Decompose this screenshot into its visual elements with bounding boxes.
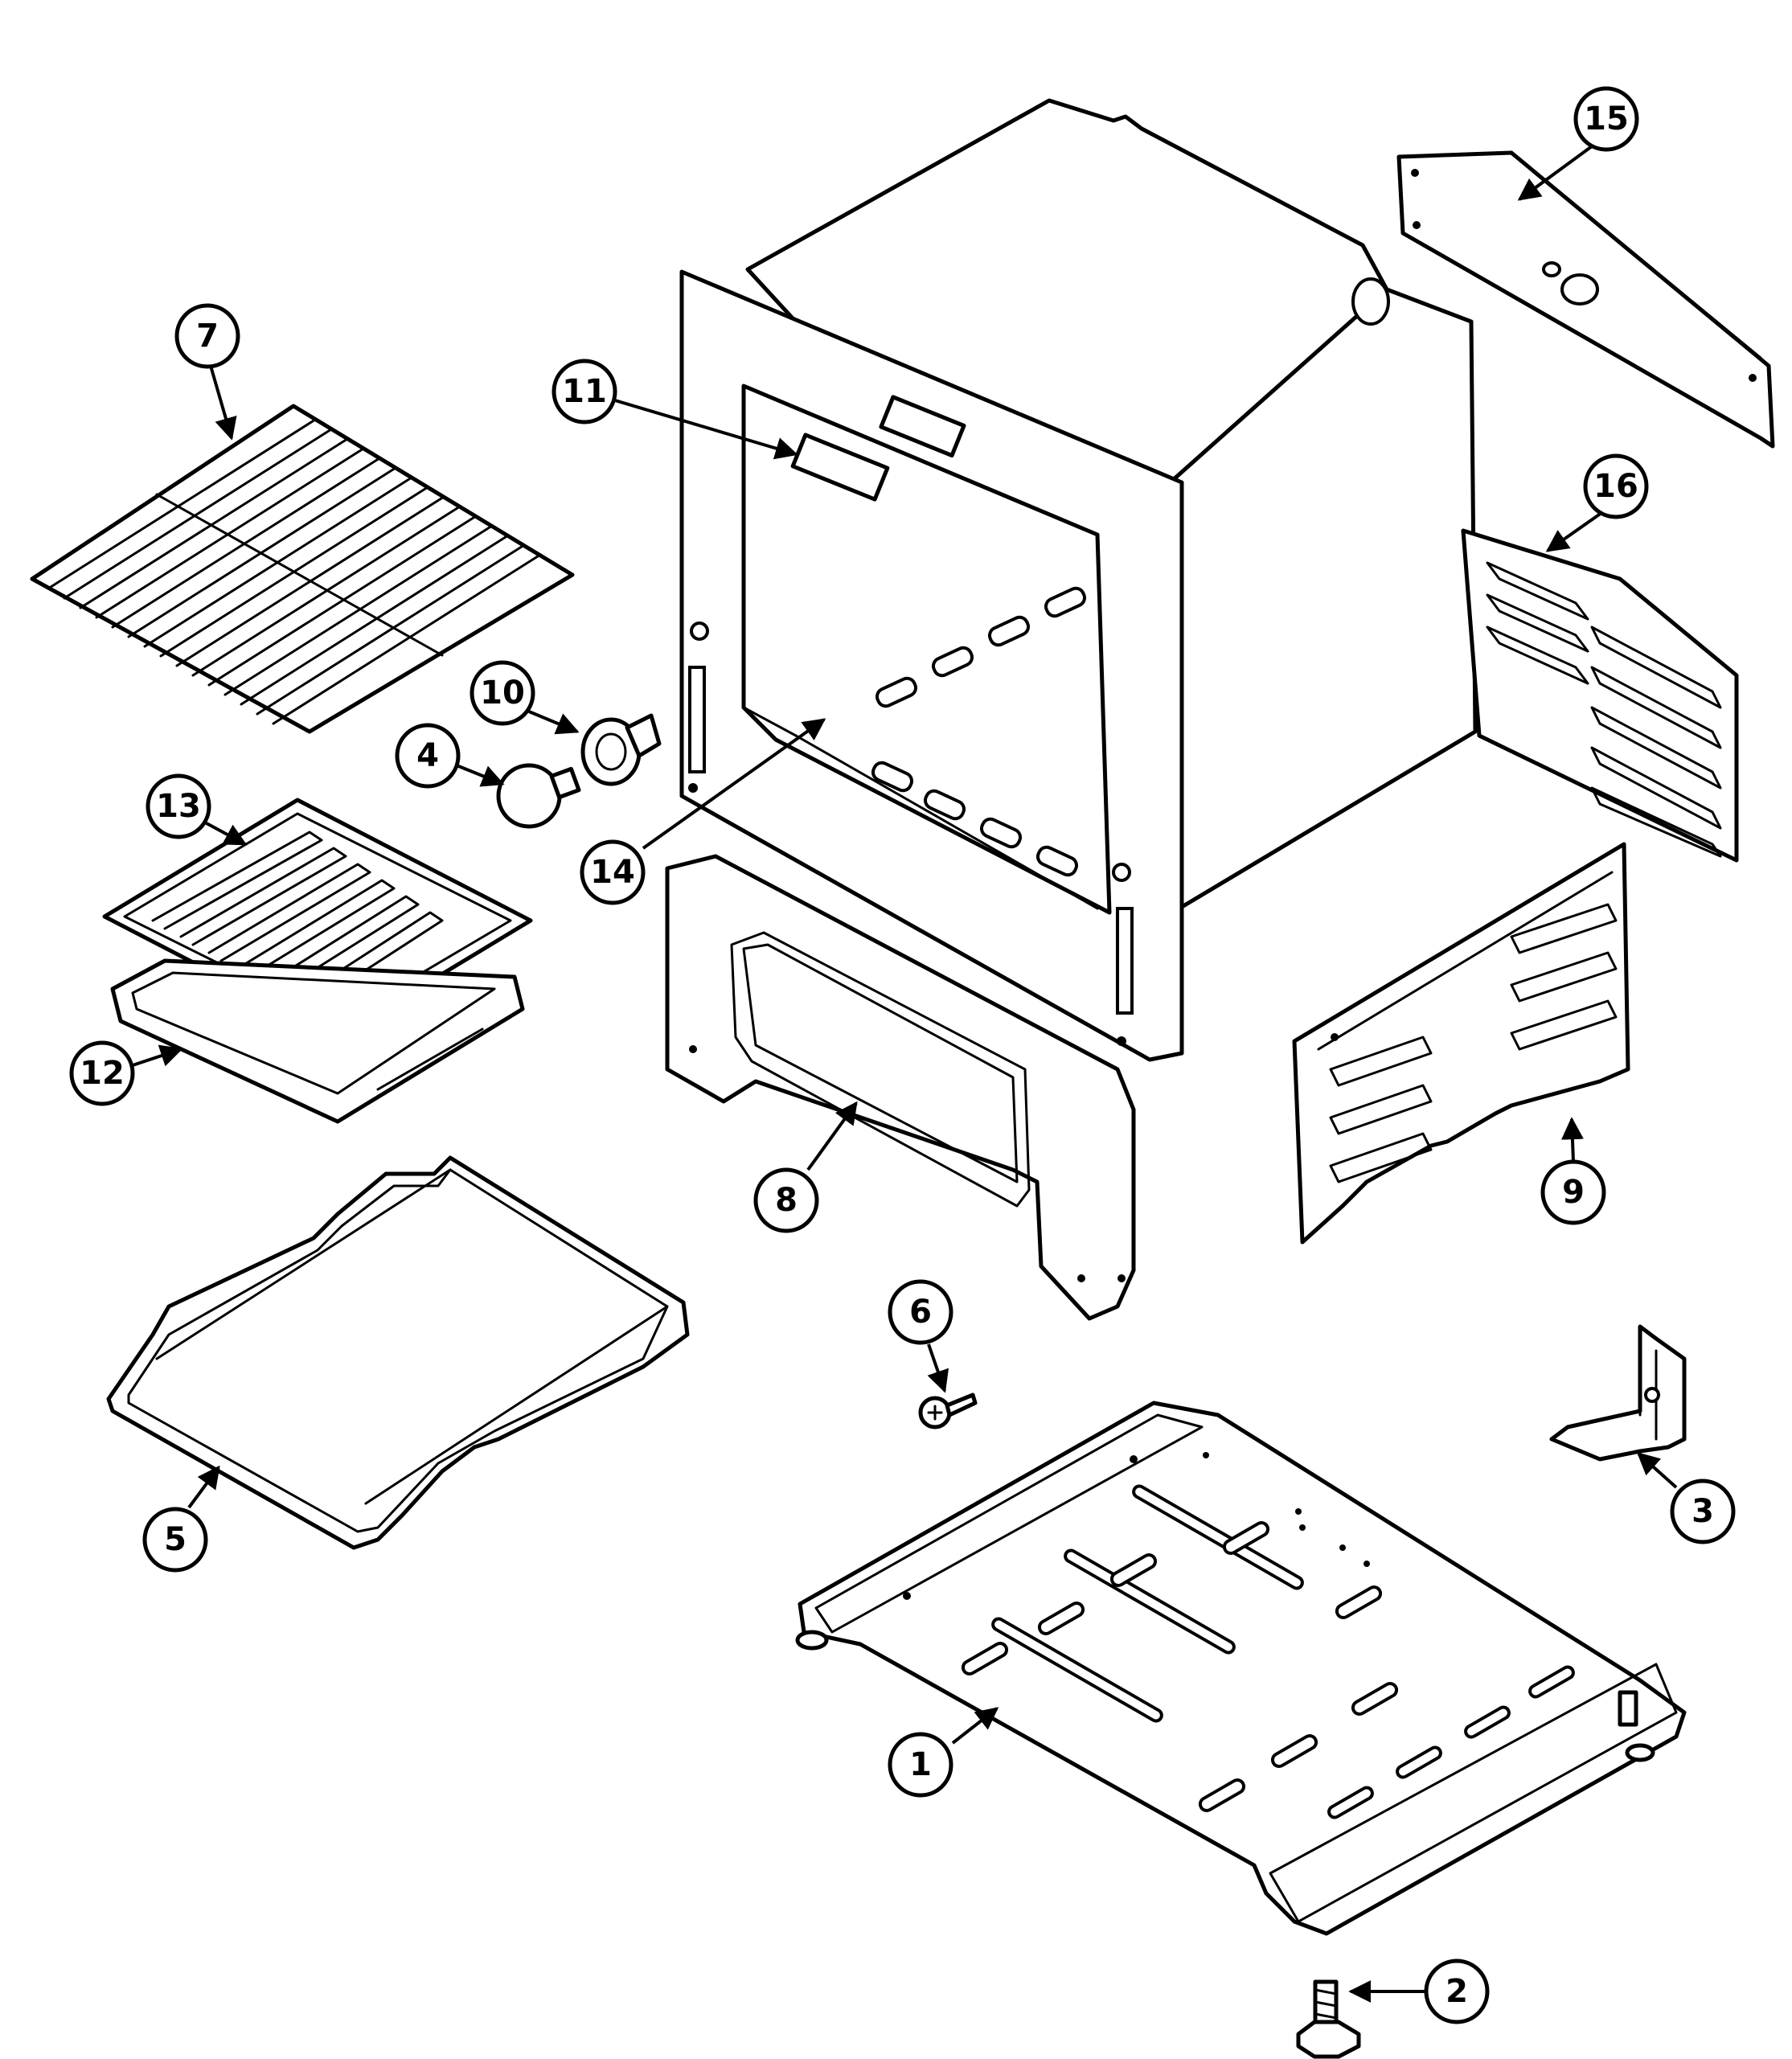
broiler-pan <box>110 958 525 1124</box>
callout-5-label: 5 <box>164 1521 187 1558</box>
leader-14 <box>642 718 826 850</box>
callout-8: 8 <box>753 1167 819 1233</box>
leader-4 <box>456 764 505 787</box>
callout-4: 4 <box>395 723 461 789</box>
leader-15 <box>1517 145 1593 201</box>
leader-3 <box>1636 1452 1678 1489</box>
leader-lines <box>132 145 1678 2003</box>
callout-7-label: 7 <box>196 318 219 355</box>
leader-1 <box>951 1707 999 1745</box>
callout-1-label: 1 <box>909 1746 932 1783</box>
callout-3: 3 <box>1670 1479 1736 1544</box>
callout-12: 12 <box>69 1040 135 1106</box>
leader-13 <box>204 821 248 846</box>
rear-panel <box>1396 150 1775 449</box>
callout-12-label: 12 <box>80 1055 125 1092</box>
callout-6-label: 6 <box>909 1294 932 1331</box>
leveling-leg <box>1296 1979 1361 2059</box>
leader-8 <box>806 1101 858 1171</box>
callout-3-label: 3 <box>1692 1493 1714 1530</box>
side-panel-left <box>1461 528 1739 863</box>
base-frame <box>795 1401 1687 1936</box>
callout-7: 7 <box>174 303 240 369</box>
screw <box>918 1392 978 1429</box>
oven-cavity <box>679 98 1478 1062</box>
oven-rack <box>30 404 575 734</box>
leader-10 <box>528 710 580 735</box>
callout-10: 10 <box>470 660 535 726</box>
callout-14-label: 14 <box>590 854 635 891</box>
side-panel-right <box>1292 842 1630 1245</box>
callout-15: 15 <box>1573 86 1639 152</box>
leader-7 <box>209 365 237 441</box>
callout-2-label: 2 <box>1445 1973 1468 2010</box>
callout-14: 14 <box>580 839 646 905</box>
light-socket <box>580 713 662 786</box>
callout-13-label: 13 <box>156 788 201 825</box>
callout-6: 6 <box>888 1279 953 1345</box>
leader-9 <box>1560 1117 1584 1163</box>
leader-16 <box>1545 511 1603 552</box>
callout-16-label: 16 <box>1593 468 1638 505</box>
front-lower-panel <box>665 854 1136 1321</box>
callout-2: 2 <box>1424 1959 1490 2024</box>
callout-13: 13 <box>146 773 211 839</box>
leader-11 <box>614 399 798 460</box>
light-bulb <box>496 763 581 829</box>
leader-12 <box>132 1044 183 1067</box>
callout-4-label: 4 <box>416 737 439 774</box>
leader-6 <box>927 1343 949 1393</box>
callout-9-label: 9 <box>1562 1174 1585 1211</box>
callout-9: 9 <box>1540 1159 1606 1225</box>
leveling-bracket <box>1549 1324 1687 1462</box>
callout-10-label: 10 <box>480 675 525 712</box>
leader-5 <box>187 1465 220 1509</box>
callout-11-label: 11 <box>562 373 607 410</box>
callout-11: 11 <box>552 359 617 425</box>
callout-8-label: 8 <box>775 1182 798 1219</box>
callout-16: 16 <box>1583 453 1649 519</box>
storage-drawer <box>106 1155 690 1550</box>
callout-5: 5 <box>142 1507 208 1573</box>
callout-15-label: 15 <box>1584 100 1629 137</box>
callout-1: 1 <box>888 1732 953 1798</box>
